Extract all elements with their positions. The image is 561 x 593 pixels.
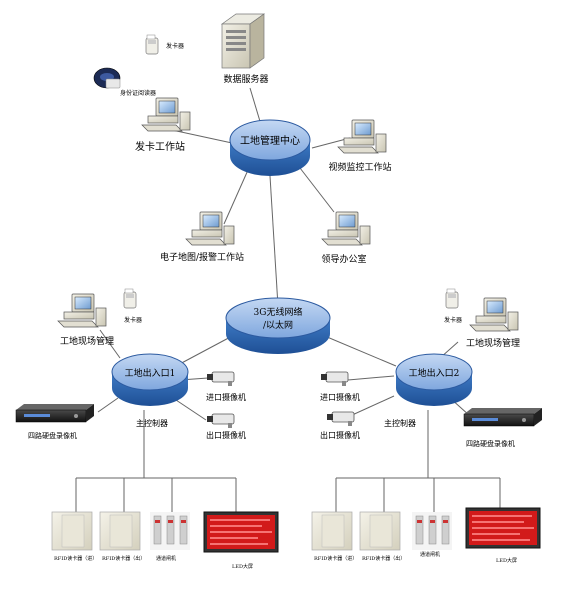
left-rfid-in-label: RFID读卡器（进） (54, 555, 97, 562)
data-server-label: 数据服务器 (223, 73, 268, 85)
link-map-center (223, 169, 249, 225)
hub-right-entrance: 工地出入口2 (395, 353, 473, 406)
right-rfid-in-label: RFID读卡器（进） (314, 555, 357, 562)
link-network-left (175, 333, 237, 367)
left-entry-camera-label: 进口摄像机 (206, 392, 246, 402)
left-card-issuer-icon (123, 288, 137, 309)
right-exit-camera-icon (326, 411, 355, 427)
link-left-dvr (97, 397, 119, 413)
right-rfid-in-icon (311, 511, 353, 551)
right-gate-label: 通道闸机 (420, 551, 440, 558)
link-left-sitemgmt (99, 329, 121, 359)
card-station-computer-icon (141, 97, 191, 132)
left-exit-camera-icon (206, 413, 235, 429)
card-issuer-label-top: 发卡器 (166, 42, 184, 50)
link-right-cam1 (347, 375, 395, 381)
hub-center: 工地管理中心 (229, 119, 311, 176)
hub-right-label: 工地出入口2 (409, 367, 460, 379)
link-cardstation-center (171, 129, 233, 144)
left-site-computer-icon (57, 293, 107, 328)
video-station-computer-icon (337, 119, 387, 154)
left-controller-label: 主控制器 (136, 418, 168, 428)
right-rfid-out-label: RFID读卡器（出） (362, 555, 405, 562)
hub-left-entrance: 工地出入口1 (111, 353, 189, 406)
hub-network-label-2: /以太网 (263, 319, 293, 331)
id-reader-label: 身份证阅读器 (120, 89, 156, 97)
left-gate-label: 通道闸机 (156, 555, 176, 562)
left-led-screen-icon (203, 511, 279, 553)
left-site-mgmt-label: 工地现场管理 (60, 335, 114, 347)
map-station-label: 电子地图/报警工作站 (160, 251, 244, 263)
link-center-network (269, 175, 279, 307)
right-card-issuer-label: 发卡器 (444, 316, 462, 324)
left-card-issuer-label: 发卡器 (124, 316, 142, 324)
hub-network: 3G无线网络 /以太网 (225, 297, 331, 354)
left-entry-camera-icon (206, 371, 235, 387)
link-network-right (319, 333, 397, 367)
right-dvr-label: 四路硬盘录像机 (466, 439, 515, 448)
hub-center-label: 工地管理中心 (240, 134, 300, 147)
link-leader-center (299, 167, 335, 213)
left-rfid-in-icon (51, 511, 93, 551)
right-led-label: LED大屏 (496, 557, 517, 564)
right-site-mgmt-label: 工地现场管理 (466, 337, 520, 349)
card-station-label: 发卡工作站 (135, 140, 185, 153)
data-server-icon (220, 13, 266, 69)
left-rfid-out-icon (99, 511, 141, 551)
hub-network-label-1: 3G无线网络 (254, 306, 303, 318)
link-right-cam2 (349, 395, 395, 417)
right-led-screen-icon (465, 507, 541, 549)
left-dvr-icon (15, 403, 95, 423)
right-exit-camera-label: 出口摄像机 (320, 430, 360, 440)
left-rfid-out-label: RFID读卡器（出） (102, 555, 145, 562)
right-entry-camera-label: 进口摄像机 (320, 392, 360, 402)
leader-office-label: 领导办公室 (321, 253, 366, 265)
leader-office-computer-icon (321, 211, 371, 246)
right-rfid-out-icon (359, 511, 401, 551)
left-dvr-label: 四路硬盘录像机 (28, 431, 77, 440)
right-card-issuer-icon (445, 288, 459, 309)
left-exit-camera-label: 出口摄像机 (206, 430, 246, 440)
right-site-computer-icon (469, 297, 519, 332)
left-led-label: LED大屏 (232, 563, 253, 570)
video-station-label: 视频监控工作站 (328, 161, 391, 173)
right-gate-icon (411, 511, 453, 551)
right-controller-label: 主控制器 (384, 418, 416, 428)
left-gate-icon (149, 511, 191, 551)
right-dvr-icon (463, 407, 543, 427)
id-reader-icon (93, 67, 121, 89)
card-issuer-icon (145, 34, 159, 55)
hub-left-label: 工地出入口1 (125, 367, 176, 379)
right-entry-camera-icon (320, 371, 349, 387)
